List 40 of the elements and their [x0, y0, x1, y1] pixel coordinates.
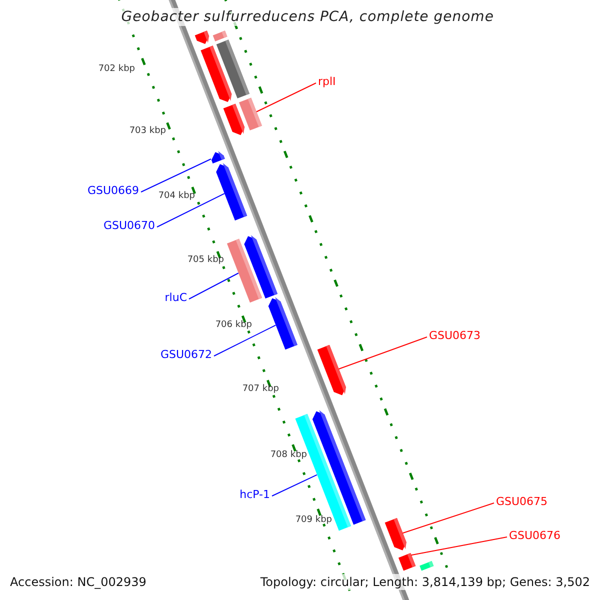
genome-stats-text: Topology: circular; Length: 3,814,139 bp; Genes: 3,502 — [258, 574, 592, 590]
gene-feature — [317, 344, 346, 396]
gene-feature — [268, 297, 298, 350]
leader-line — [140, 158, 212, 192]
gene-feature — [200, 46, 232, 102]
scale-label: 708 kbp — [270, 450, 307, 461]
gene-feature — [194, 30, 210, 44]
gene-label: GSU0673 — [429, 329, 481, 343]
leader-line — [402, 502, 494, 534]
leader-line — [188, 272, 239, 300]
gene-feature — [398, 552, 416, 571]
scale-label: 709 kbp — [295, 515, 332, 526]
gene-feature — [384, 518, 406, 550]
gene-feature — [223, 104, 245, 136]
leader-line — [156, 193, 225, 228]
gene-feature — [216, 163, 248, 220]
scale-label: 705 kbp — [187, 255, 224, 266]
gene-label: GSU0676 — [509, 529, 561, 543]
gene-label: rluC — [164, 291, 187, 305]
gene-label: rplI — [318, 75, 336, 89]
gene-feature — [212, 30, 228, 42]
gene-feature — [226, 238, 262, 303]
leader-line — [338, 336, 428, 370]
gene-label: GSU0670 — [103, 219, 155, 233]
gene-label: GSU0672 — [160, 348, 212, 362]
gene-feature — [420, 560, 434, 571]
scale-label: 704 kbp — [158, 191, 195, 202]
gene-label: hcP-1 — [240, 488, 270, 502]
scale-label: 703 kbp — [129, 126, 166, 137]
scale-label: 702 kbp — [98, 64, 135, 75]
leader-line — [272, 474, 318, 496]
gene-feature — [211, 151, 225, 164]
gene-label: GSU0669 — [87, 184, 139, 198]
gene-label: GSU0675 — [496, 495, 548, 509]
leader-line — [256, 82, 316, 112]
leader-line — [410, 536, 508, 556]
scale-label: 707 kbp — [242, 384, 279, 395]
scale-label: 706 kbp — [215, 320, 252, 331]
accession-text: Accession: NC_002939 — [8, 574, 148, 590]
leader-line — [214, 324, 276, 356]
